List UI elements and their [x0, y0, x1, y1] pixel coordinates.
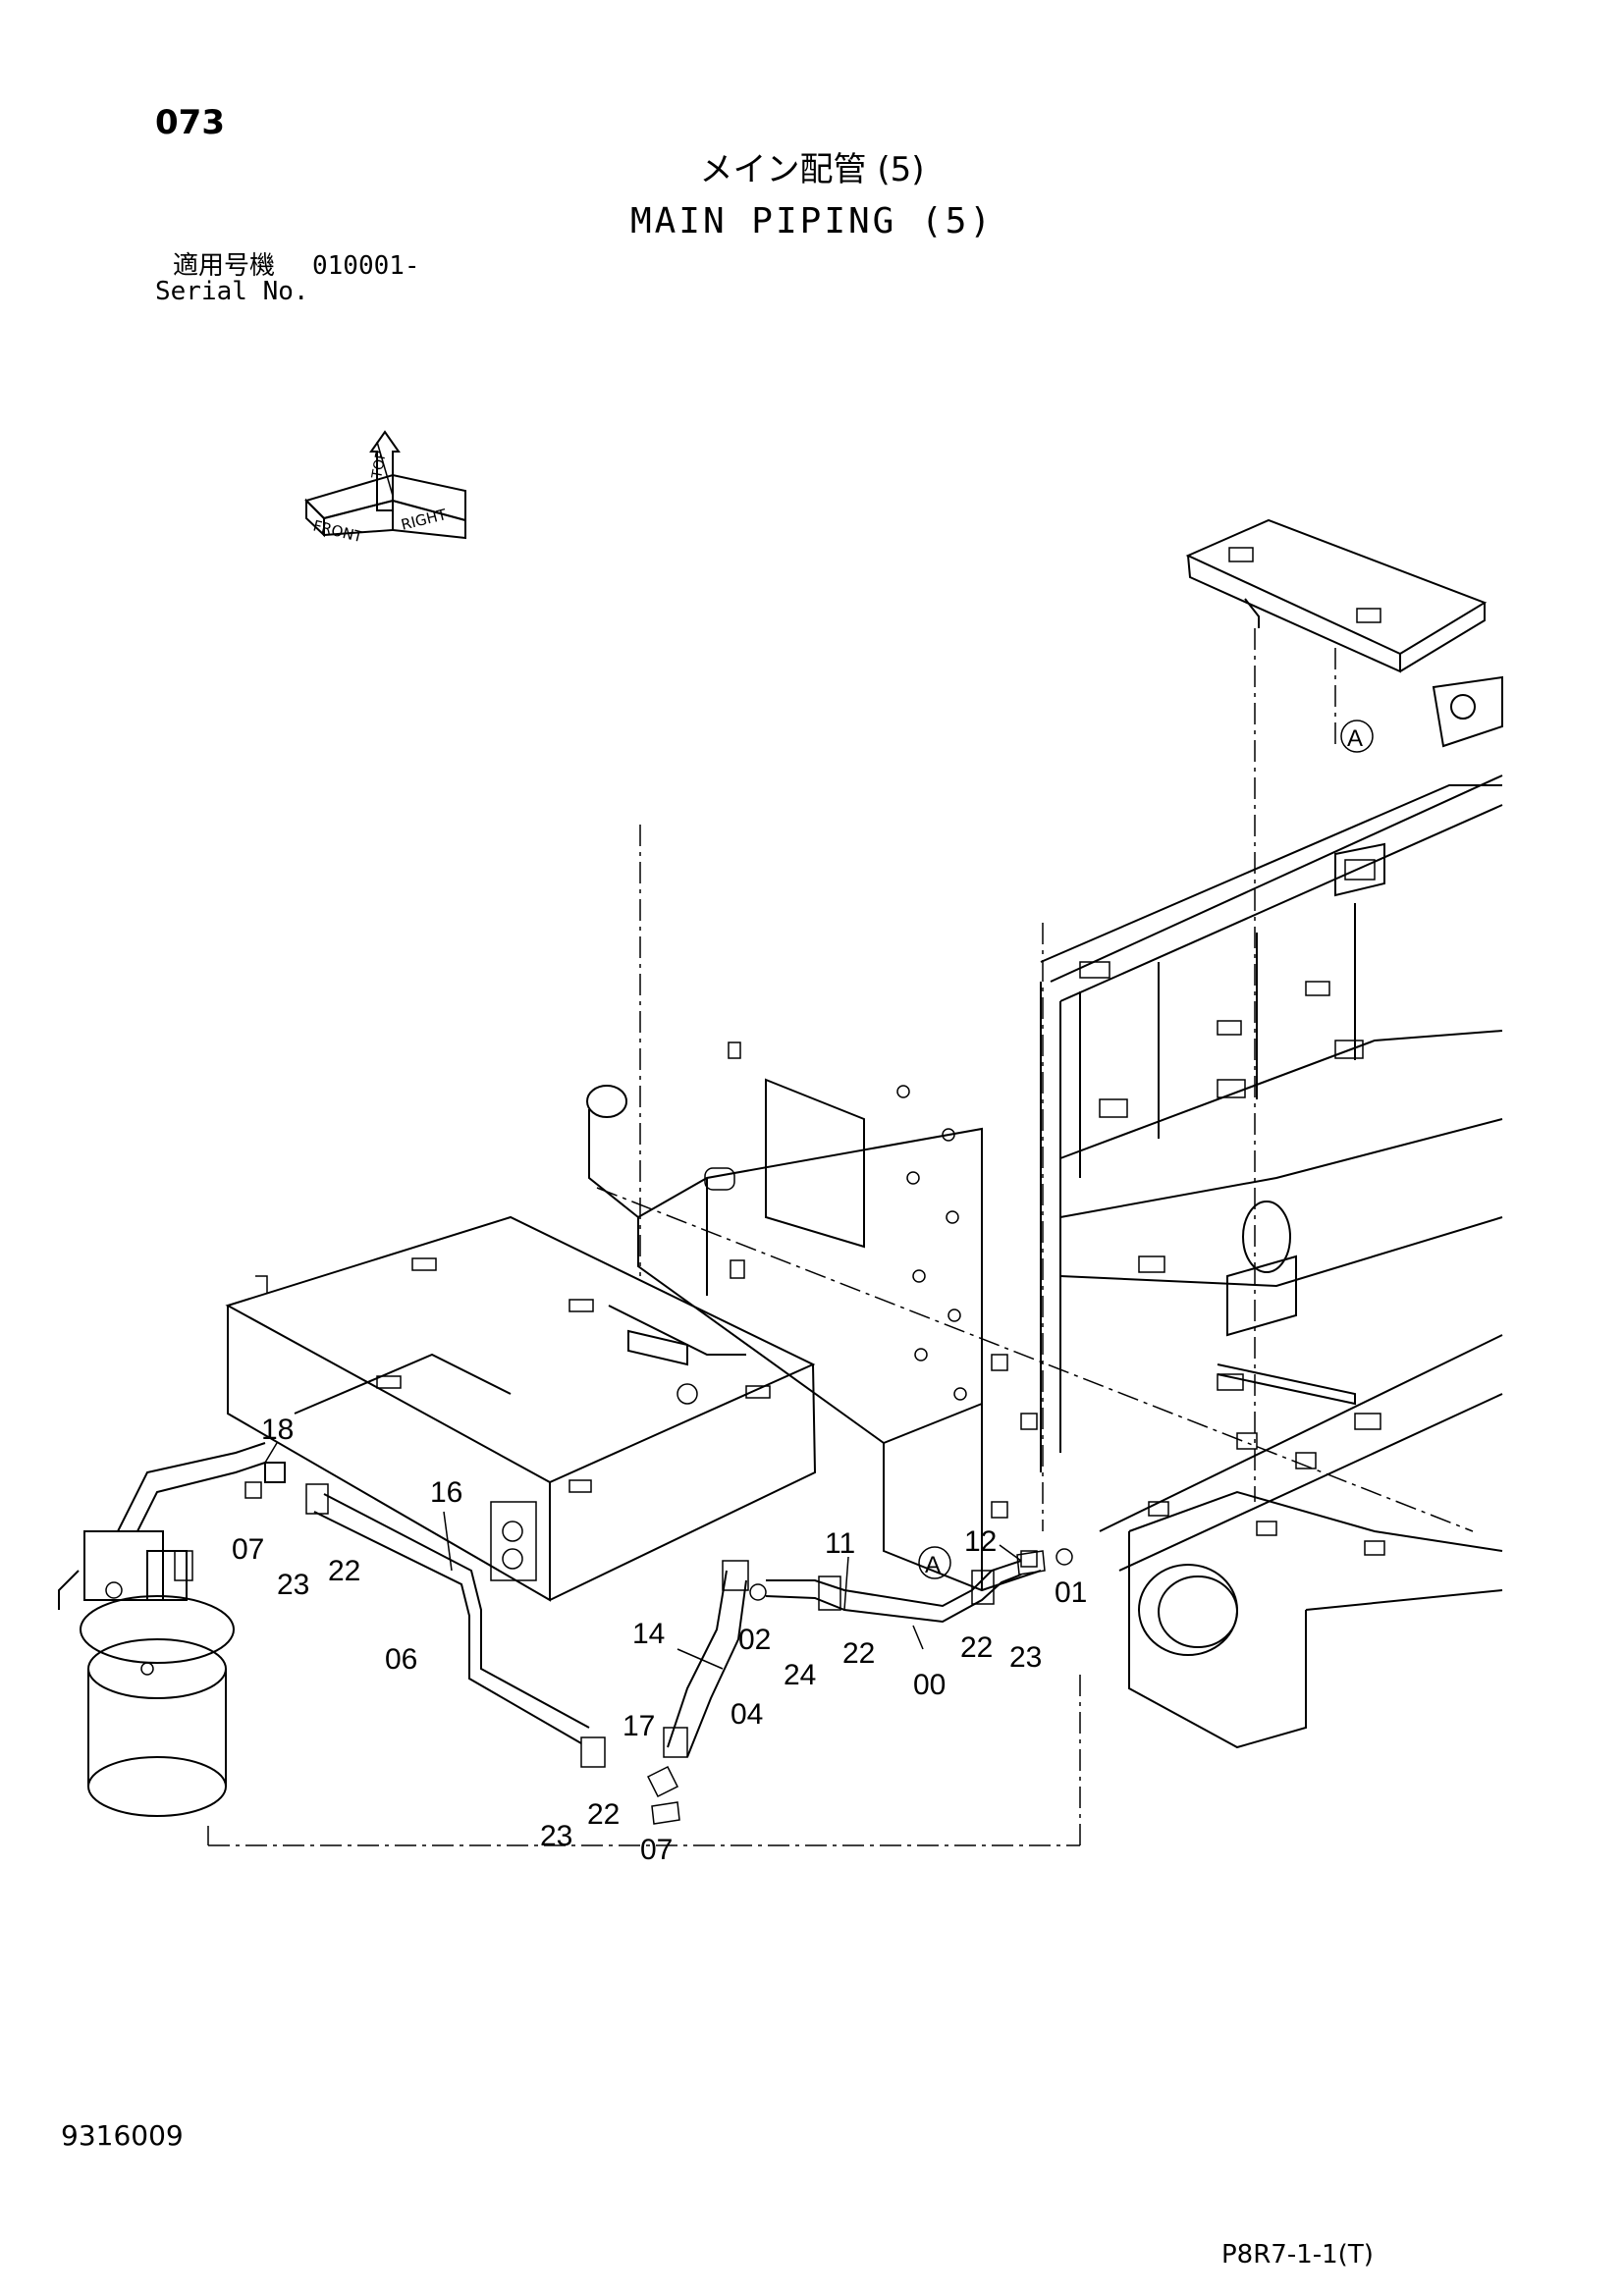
- callout-22: 22: [842, 1637, 875, 1670]
- serial-number-value: 010001-: [312, 251, 420, 281]
- tank-side-panel: [586, 1041, 1042, 1592]
- callout-22: 22: [328, 1555, 360, 1587]
- callout-02: 02: [738, 1624, 771, 1656]
- serial-label-japanese: 適用号機: [173, 251, 276, 281]
- page-reference: P8R7-1-1(T): [1221, 2240, 1374, 2269]
- callout-06: 06: [385, 1643, 417, 1676]
- leader-line: [596, 1187, 1474, 1532]
- page-number: 073: [155, 103, 225, 142]
- callout-04: 04: [731, 1698, 763, 1731]
- callout-leaders: [264, 1442, 1022, 1670]
- callout-17: 17: [623, 1710, 655, 1742]
- reference-marker-a: A: [1340, 720, 1374, 753]
- callout-23: 23: [277, 1569, 309, 1601]
- pilot-filter-assembly: [58, 1442, 266, 1817]
- callout-00: 00: [913, 1669, 946, 1701]
- upper-bracket-plate: [1185, 518, 1488, 673]
- callout-23: 23: [540, 1820, 572, 1852]
- callout-22: 22: [587, 1798, 620, 1831]
- hydraulic-tank: [225, 1215, 817, 1602]
- callout-16: 16: [430, 1476, 462, 1509]
- hose-04: [646, 1560, 749, 1825]
- reference-marker-a: A: [918, 1546, 951, 1579]
- title-english: MAIN PIPING (5): [629, 201, 995, 241]
- swing-frame-base: [1128, 1490, 1503, 1749]
- callout-14: 14: [632, 1618, 665, 1650]
- callout-01: 01: [1055, 1576, 1087, 1609]
- callout-24: 24: [784, 1659, 816, 1691]
- top-label: TOP: [369, 450, 390, 480]
- front-label: FRONT: [311, 516, 365, 546]
- pipe-00: [749, 1548, 1073, 1624]
- pipe-06: [244, 1462, 606, 1768]
- callout-22: 22: [960, 1631, 993, 1664]
- document-code: 9316009: [61, 2119, 184, 2152]
- svg-text:A: A: [1347, 725, 1363, 752]
- callout-07: 07: [640, 1834, 673, 1866]
- callout-11: 11: [825, 1527, 855, 1560]
- callout-23: 23: [1009, 1641, 1042, 1674]
- callout-18: 18: [261, 1414, 294, 1446]
- callout-12: 12: [964, 1525, 997, 1558]
- right-label: RIGHT: [400, 506, 450, 534]
- serial-label-english: Serial No.: [155, 277, 309, 306]
- callout-07: 07: [232, 1533, 264, 1566]
- title-japanese: メイン配管 (5): [699, 150, 925, 189]
- orientation-arrow-icon: FRONT RIGHT TOP: [304, 430, 466, 546]
- svg-text:A: A: [925, 1552, 941, 1578]
- main-frame: [1040, 675, 1503, 1572]
